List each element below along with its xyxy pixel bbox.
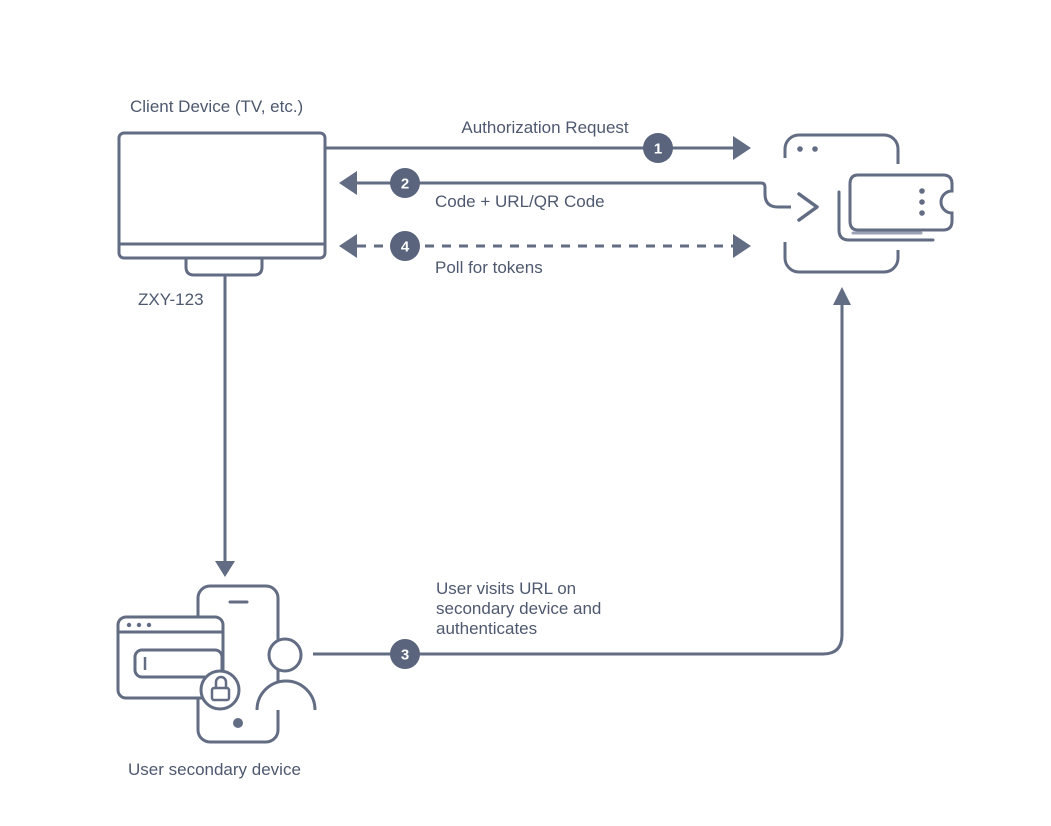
ticket-dot-icon [919, 199, 925, 205]
flow-1-label: Authorization Request [461, 118, 629, 137]
token-ticket-icon [848, 173, 954, 232]
secondary-device-icon [116, 584, 317, 744]
flow-2-line [357, 181, 791, 209]
step-number: 4 [401, 239, 410, 256]
flow-user-visits [313, 287, 851, 656]
ticket-pocket [837, 190, 935, 242]
flow-4-label: Poll for tokens [435, 258, 543, 277]
step-badge-1: 1 [643, 133, 673, 163]
ticket-dot-icon [919, 210, 925, 216]
flow-authorization-request [325, 136, 751, 160]
step-badge-circle [390, 231, 420, 261]
login-arrow-icon [797, 192, 819, 222]
step-badge-2: 2 [390, 168, 420, 198]
step-badge-circle [390, 168, 420, 198]
erase-left-gap [779, 158, 791, 242]
tv-icon [117, 131, 327, 277]
user-shoulders-icon [255, 679, 317, 711]
step-badge-3: 3 [390, 639, 420, 669]
tv-stand [184, 258, 264, 277]
step-badge-circle [390, 639, 420, 669]
browser-dot-icon [136, 622, 142, 628]
window-dot-icon [797, 146, 803, 152]
flow-2-label: Code + URL/QR Code [435, 192, 605, 211]
flow-code-url-qr [339, 171, 791, 209]
connector-arrowhead-down [215, 561, 235, 577]
step-badge-4: 4 [390, 231, 420, 261]
url-input-field [133, 648, 224, 679]
tv-screen [117, 131, 327, 260]
authorization-server-icon [779, 133, 964, 274]
flow-3-line [313, 305, 844, 656]
browser-dot-icon [146, 622, 152, 628]
user-head-icon [267, 637, 303, 673]
lock-body-icon [210, 686, 231, 702]
browser-dot-icon [126, 622, 132, 628]
flow-3-label-line-2: secondary device and [436, 599, 601, 618]
step-number: 3 [401, 647, 409, 664]
flow-poll-tokens [339, 234, 751, 258]
flow-3-label-line-1: User visits URL on [436, 579, 576, 598]
lock-shackle-icon [214, 675, 228, 690]
phone-home-dot [233, 718, 243, 728]
step-number: 1 [654, 141, 662, 158]
flow-3-label-line-3: authenticates [436, 619, 537, 638]
ticket-dot-icon [919, 188, 925, 194]
step-badge-circle [643, 133, 673, 163]
client-device-label: Client Device (TV, etc.) [130, 97, 303, 116]
flow-3-arrowhead-up [833, 287, 851, 305]
secondary-device-label: User secondary device [128, 760, 301, 779]
window-dot-icon [812, 146, 818, 152]
flow-2-arrowhead-left [339, 171, 357, 195]
connector-client-to-secondary [215, 275, 235, 577]
flow-1-arrowhead-right [733, 136, 751, 160]
device-code-label: ZXY-123 [138, 290, 204, 309]
flow-4-arrowhead-left [339, 234, 357, 258]
flow-4-arrowhead-right [733, 234, 751, 258]
step-number: 2 [401, 176, 409, 193]
